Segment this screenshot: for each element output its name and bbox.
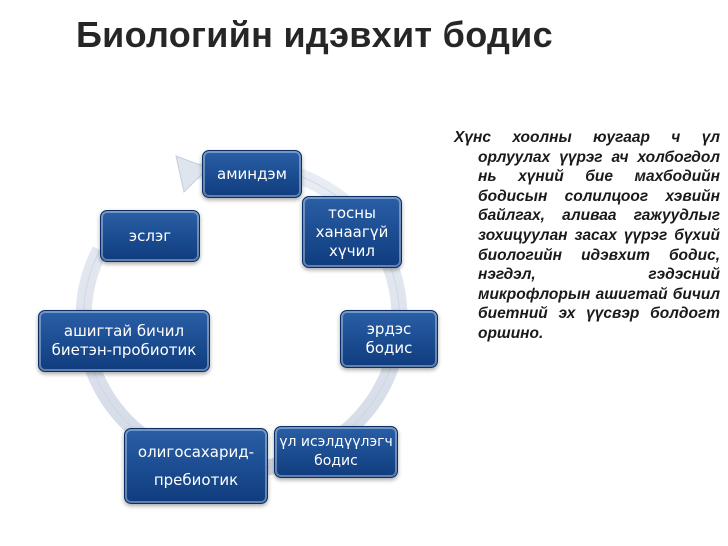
node-tosny-khanaagui-khuchil: тосны ханаагүй хүчил: [302, 196, 402, 268]
node-erdes-bodis: эрдэс бодис: [340, 310, 438, 368]
description-text: Хүнс хоолны юугаар ч үл орлуулах үүрэг а…: [454, 129, 720, 342]
page-title: Биологийн идэвхит бодис: [76, 14, 553, 55]
node-amindem: аминдэм: [202, 150, 302, 198]
node-oligosakharid-prebiotik: олигосахарид- пребиотик: [124, 428, 268, 504]
node-eslag: эслэг: [100, 210, 200, 262]
node-ul-iseldulegch-bodis: үл исэлдүүлэгч бодис: [274, 426, 398, 478]
node-ashigtai-bichil-bietem-probiotik: ашигтай бичил биетэн-пробиотик: [38, 310, 210, 372]
cycle-arrow-head: [175, 155, 209, 193]
